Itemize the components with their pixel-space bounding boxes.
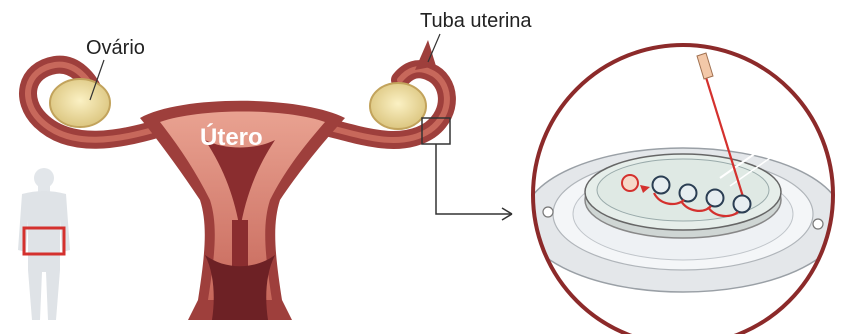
left-ovary: [50, 79, 110, 127]
uterus-label: Útero: [200, 123, 263, 151]
body-silhouette-icon: [18, 168, 70, 320]
fallopian-tube-label: Tuba uterina: [420, 10, 532, 32]
ovary-label: Ovário: [86, 37, 145, 59]
zoom-arrow: [436, 144, 512, 214]
right-ovary: [370, 83, 426, 129]
ivf-detail-circle: [523, 45, 841, 334]
